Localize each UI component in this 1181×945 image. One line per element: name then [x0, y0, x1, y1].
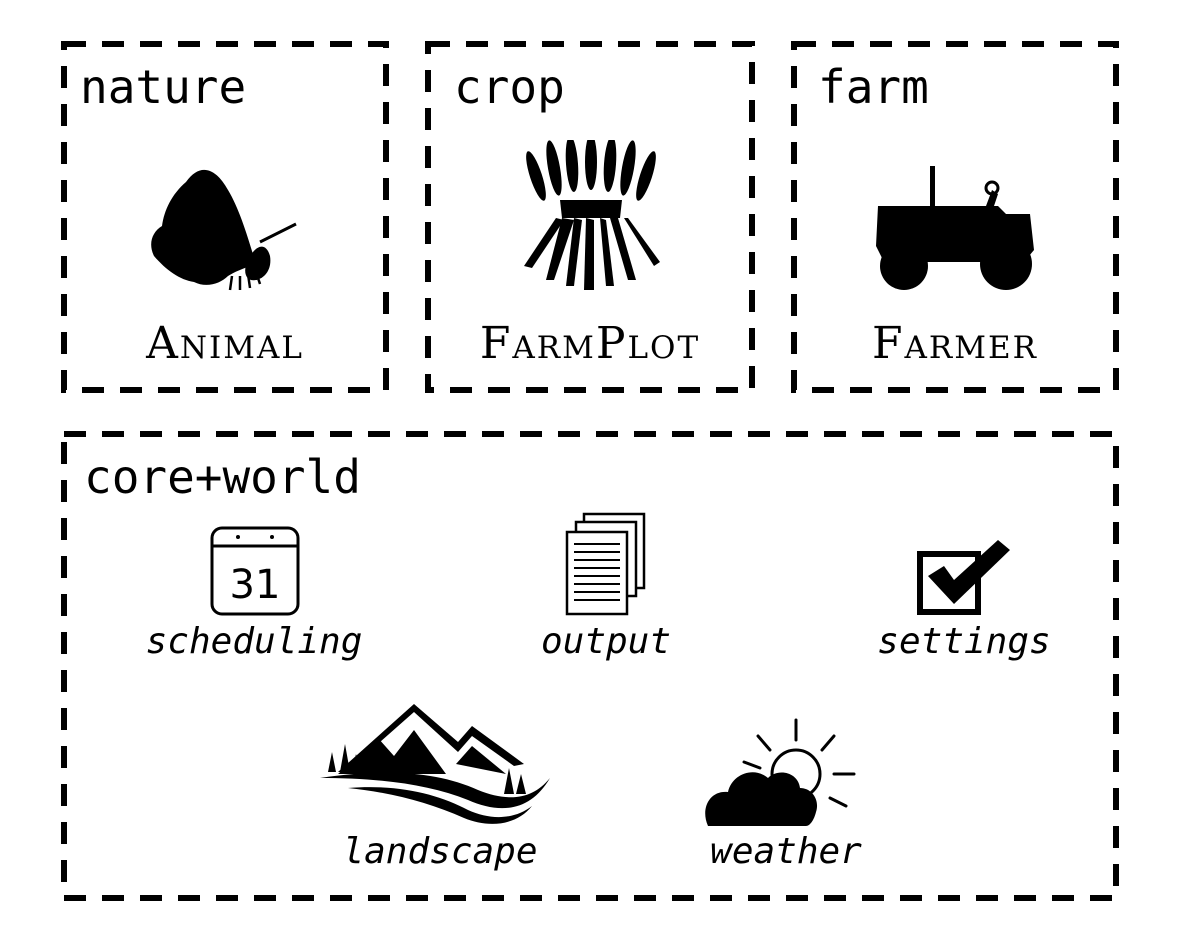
class-name: Animal [146, 318, 304, 369]
item-label-settings: settings [877, 621, 1051, 662]
module-title: nature [80, 60, 247, 114]
module-box-core-world: core+world 31 scheduling output settings [61, 431, 1119, 901]
module-box-nature: nature Animal [61, 41, 389, 393]
documents-icon [565, 512, 646, 616]
item-label-output: output [540, 621, 672, 662]
module-title: crop [454, 60, 565, 114]
dashed-border [61, 41, 389, 393]
item-label-landscape: landscape [342, 831, 538, 872]
calendar-icon: 31 [210, 526, 300, 616]
cloud-sun-icon [705, 718, 856, 826]
dashed-border [425, 41, 755, 393]
module-title: farm [818, 60, 929, 114]
calendar-day: 31 [230, 562, 281, 608]
module-box-crop: crop FarmPlot [425, 41, 755, 393]
butterfly-icon [151, 169, 297, 291]
module-title: core+world [84, 450, 361, 504]
dashed-border [791, 41, 1119, 393]
class-name: Farmer [872, 318, 1038, 369]
item-label-weather: weather [710, 831, 862, 872]
mountain-landscape-icon [320, 704, 550, 824]
wheat-sheaf-icon [524, 140, 660, 290]
class-name: FarmPlot [479, 318, 701, 369]
tractor-icon [876, 166, 1034, 290]
item-label-scheduling: scheduling [145, 621, 363, 662]
checkbox-icon [917, 540, 1010, 615]
module-box-farm: farm Farmer [791, 41, 1119, 393]
